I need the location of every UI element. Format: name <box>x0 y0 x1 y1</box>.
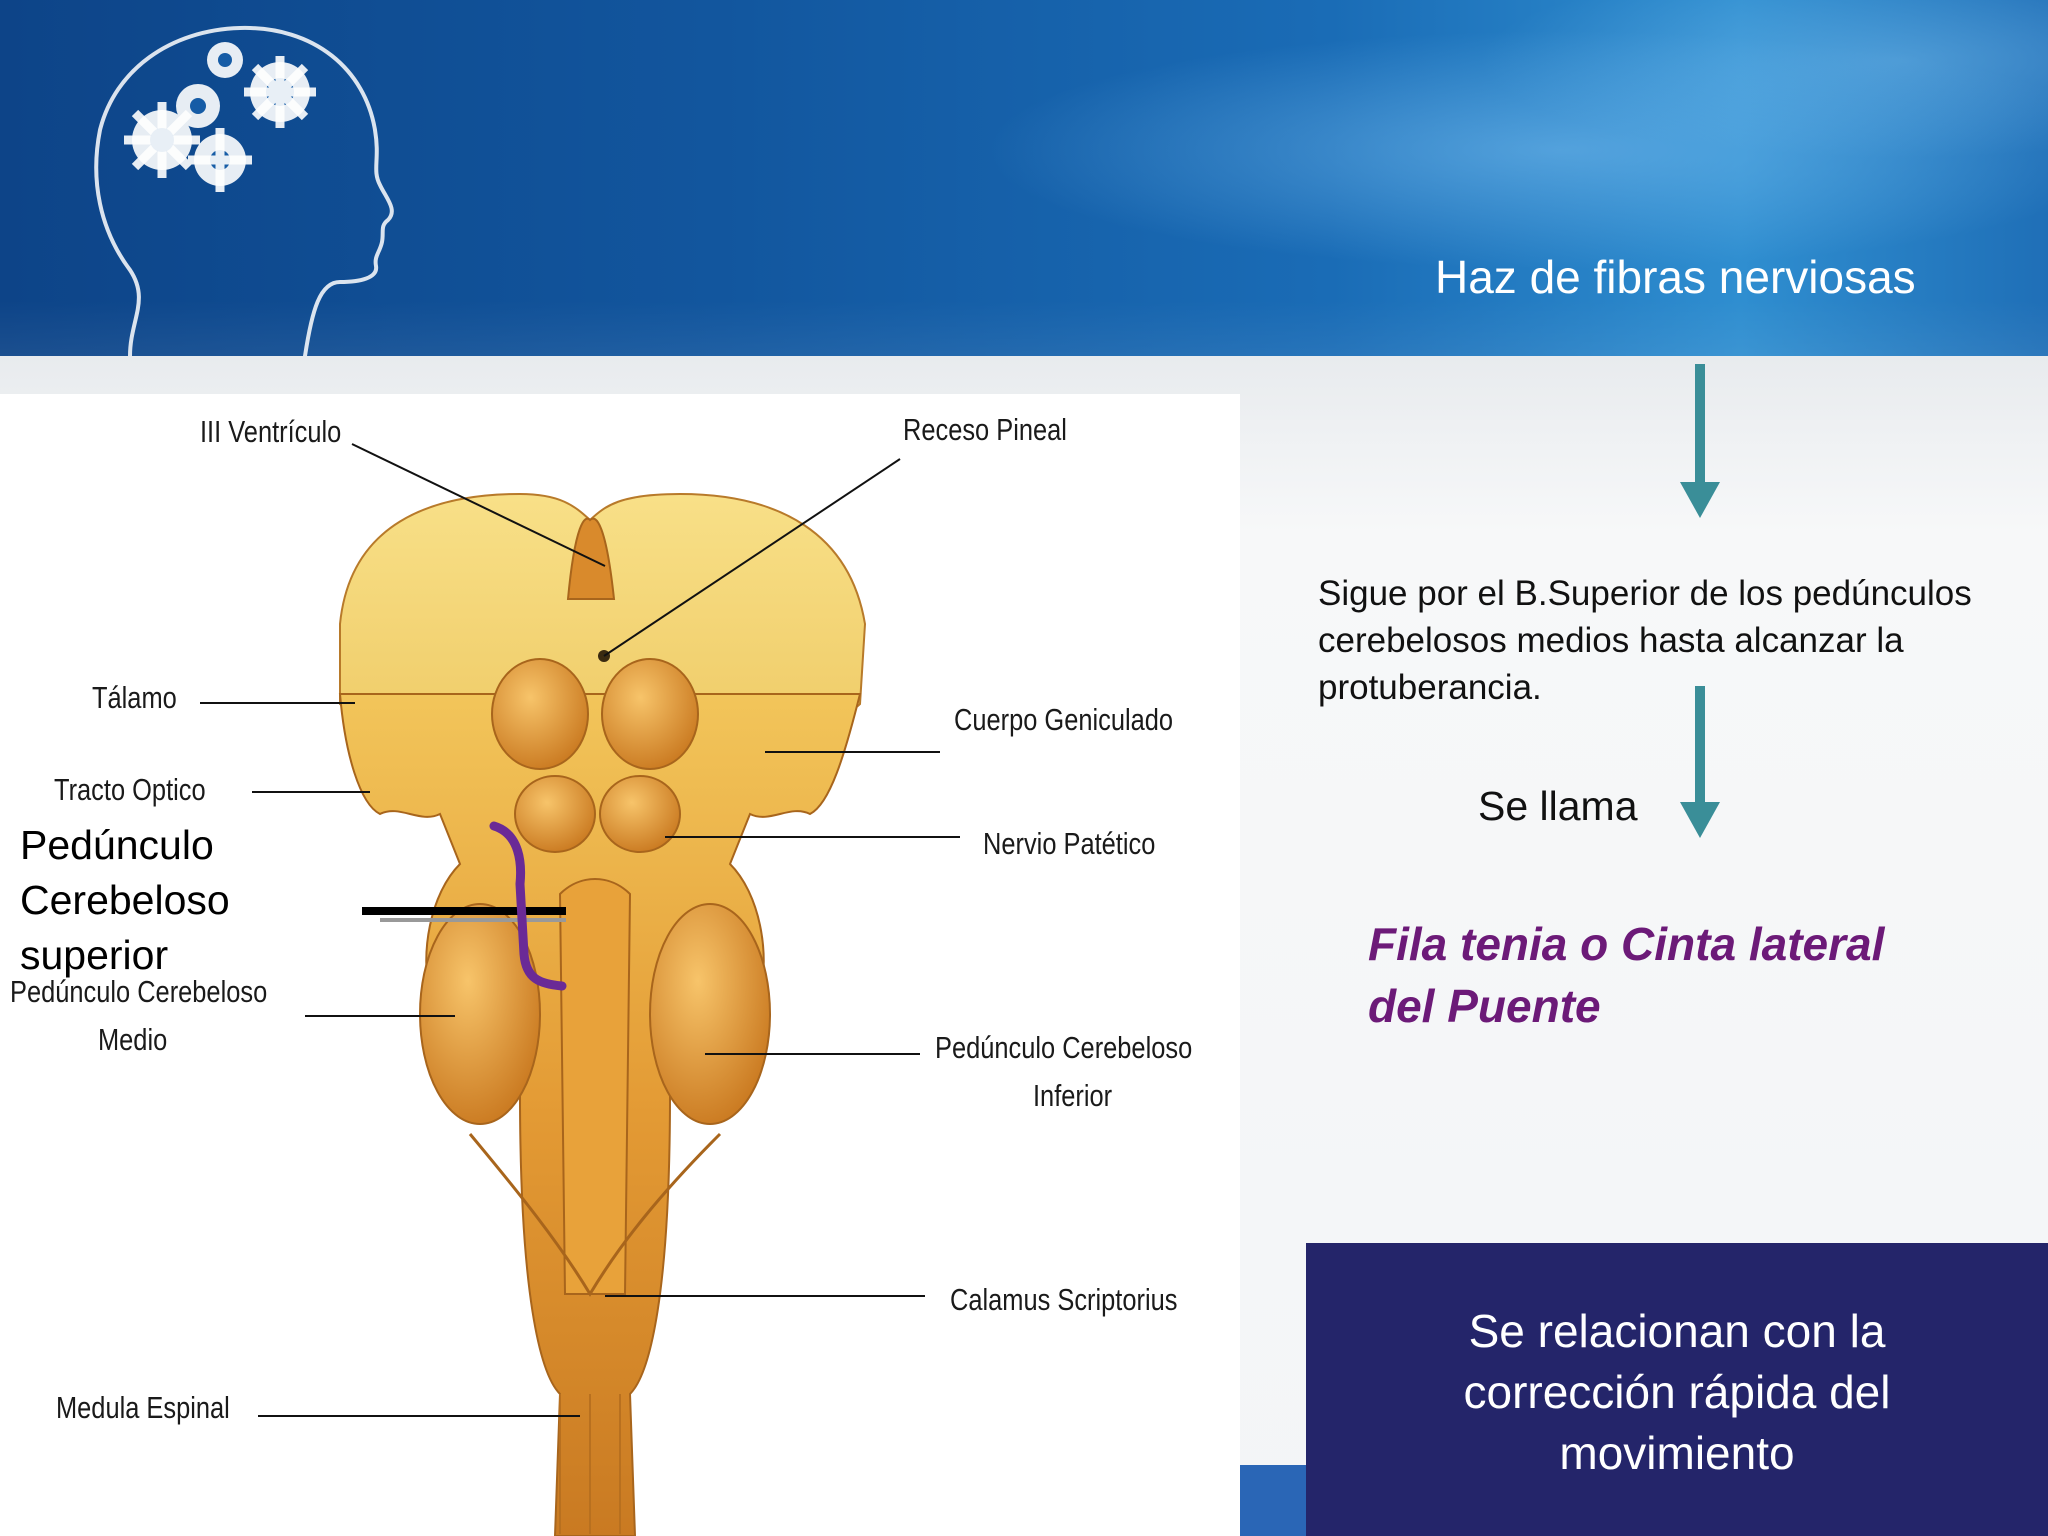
brainstem-figure: III Ventrículo Receso Pineal Tálamo Cuer… <box>0 394 1240 1536</box>
thalamus-cap <box>339 492 867 719</box>
label-peduncle-superior: Pedúnculo Cerebeloso superior <box>20 818 230 983</box>
label-peduncle-middle-1: Pedúnculo Cerebeloso <box>10 974 268 1009</box>
label-medula: Medula Espinal <box>56 1390 230 1425</box>
ped-superior-line: superior <box>20 932 169 978</box>
header-shade <box>0 300 2048 356</box>
description-text: Sigue por el B.Superior de los pedúnculo… <box>1318 570 2048 711</box>
answer-line: Fila tenia o Cinta lateral <box>1368 918 1885 970</box>
description-line: cerebelosos medios hasta alcanzar la <box>1318 621 1904 660</box>
ped-superior-line: Cerebeloso <box>20 877 230 923</box>
label-cuerpo-geniculado: Cuerpo Geniculado <box>954 702 1174 737</box>
label-talamo: Tálamo <box>92 680 177 715</box>
label-peduncle-middle-2: Medio <box>98 1022 168 1057</box>
label-receso-pineal: Receso Pineal <box>903 412 1067 447</box>
description-line: Sigue por el B.Superior de los pedúnculo… <box>1318 574 1972 613</box>
label-iii-ventriculo: III Ventrículo <box>200 414 342 449</box>
label-nervio-patetico: Nervio Patético <box>983 826 1156 861</box>
box-line: corrección rápida del <box>1463 1366 1891 1418</box>
relation-box-text: Se relacionan con la corrección rápida d… <box>1306 1301 2048 1484</box>
down-arrow-icon <box>1680 364 1720 518</box>
box-line: Se relacionan con la <box>1468 1305 1886 1357</box>
label-peduncle-inferior-1: Pedúnculo Cerebeloso <box>935 1030 1193 1065</box>
relation-box: Se relacionan con la corrección rápida d… <box>1306 1243 2048 1536</box>
description-line: protuberancia. <box>1318 668 1542 707</box>
slide-title: Haz de fibras nerviosas <box>1435 251 1916 303</box>
down-arrow-icon <box>1680 686 1720 838</box>
head-gears-icon <box>94 25 394 356</box>
box-line: movimiento <box>1559 1427 1795 1479</box>
label-tracto-optico: Tracto Optico <box>54 772 206 807</box>
se-llama-text: Se llama <box>1478 783 1638 829</box>
brainstem-illustration <box>200 443 960 1536</box>
answer-text: Fila tenia o Cinta lateral del Puente <box>1368 913 1884 1037</box>
answer-line: del Puente <box>1368 980 1601 1032</box>
ped-superior-line: Pedúnculo <box>20 822 214 868</box>
label-calamus: Calamus Scriptorius <box>950 1282 1178 1317</box>
label-peduncle-inferior-2: Inferior <box>1033 1078 1113 1113</box>
header-band: Haz de fibras nerviosas <box>0 0 2048 356</box>
